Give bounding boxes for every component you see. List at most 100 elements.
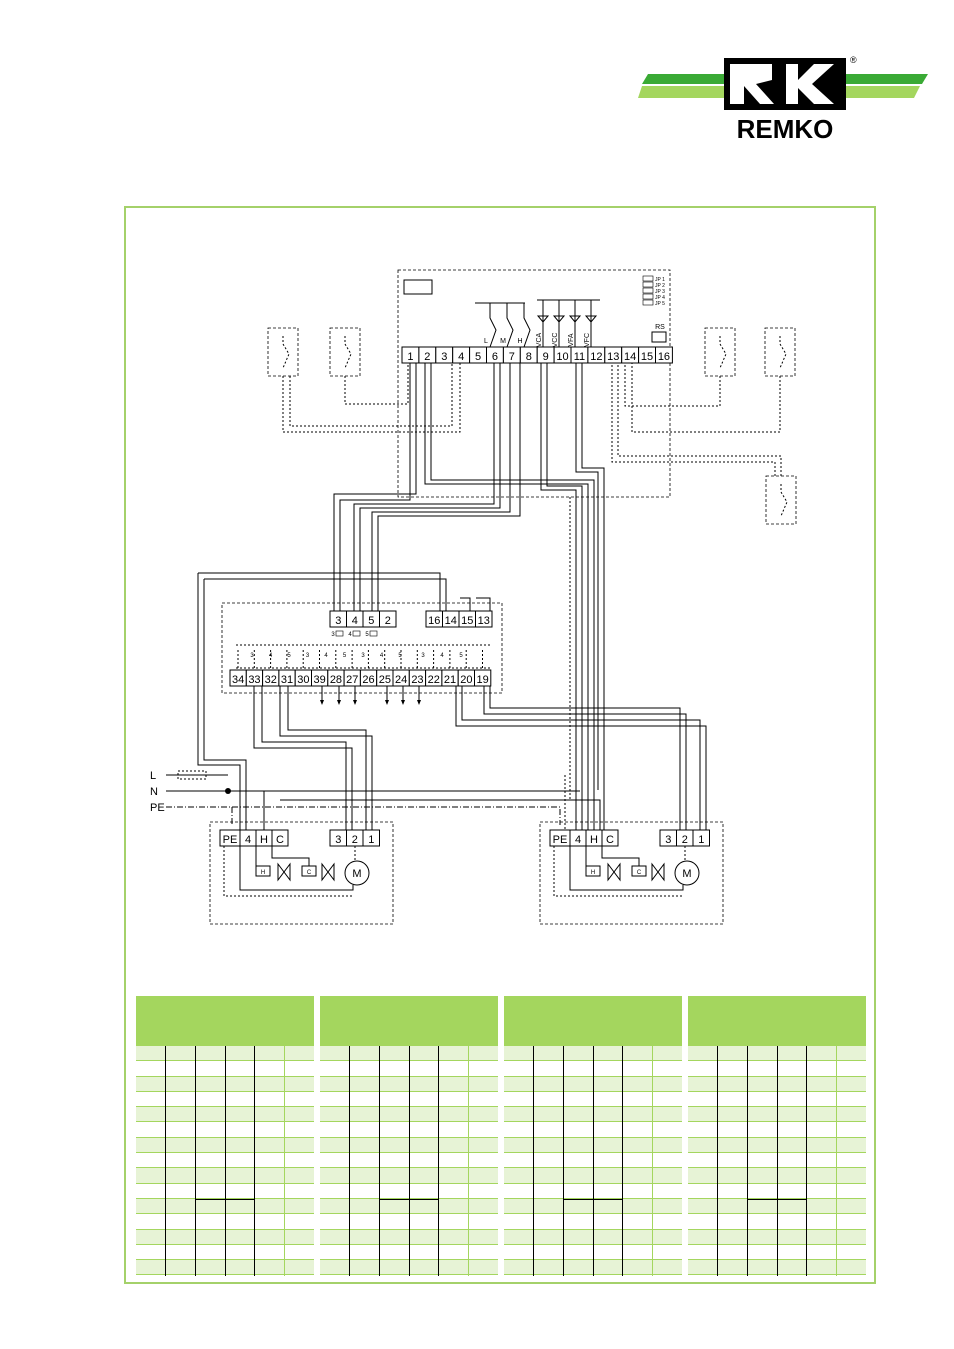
- splitter-terminal-label: 20: [460, 674, 472, 686]
- splitter-terminal: [475, 610, 493, 628]
- motor-label: M: [352, 868, 361, 880]
- valve-label: VFC: [584, 333, 591, 347]
- mains-label-n: N: [150, 786, 158, 798]
- data-table: [688, 996, 866, 1276]
- output-arrow: [353, 700, 357, 705]
- splitter-box: [221, 602, 503, 694]
- controller-terminal: [655, 346, 673, 364]
- valve-label: VCA: [536, 332, 543, 347]
- table-header: [504, 996, 682, 1046]
- contact-mark: 5: [398, 653, 402, 659]
- heater-symbol: [585, 865, 601, 877]
- wire: [333, 363, 417, 611]
- table-divider: [563, 1199, 622, 1200]
- cooler-label: C: [307, 870, 312, 876]
- wire: [460, 597, 471, 611]
- splitter-terminal-label: 34: [232, 674, 244, 686]
- jumper-label: JP 1: [655, 277, 665, 283]
- table-header: [136, 996, 314, 1046]
- table-column-divider: [593, 1199, 594, 1276]
- controller-terminal-label: 10: [556, 351, 568, 363]
- unit-terminal: [362, 829, 380, 847]
- wire: [287, 686, 367, 830]
- wire: [279, 686, 373, 830]
- unit-internal: [569, 846, 684, 891]
- jumper: [642, 281, 654, 288]
- controller-terminal-label: 5: [475, 351, 481, 363]
- wire: [430, 363, 595, 830]
- splitter-terminal-label: 19: [477, 674, 489, 686]
- table-column-divider: [284, 1046, 285, 1276]
- splitter-terminal-label: 22: [428, 674, 440, 686]
- splitter-terminal-label: 32: [265, 674, 277, 686]
- jumper-label: JP 4: [655, 295, 665, 301]
- relay-contact: [489, 303, 497, 348]
- contact-mark: 5: [343, 653, 347, 659]
- controller-terminal-label: 1: [407, 351, 413, 363]
- unit-terminal-label: PE: [223, 834, 238, 846]
- unit-terminal-label: C: [606, 834, 614, 846]
- unit-terminal: [271, 829, 289, 847]
- heater-symbol: [255, 865, 271, 877]
- sensor-contact: [779, 336, 787, 369]
- relay-coil: [335, 630, 344, 637]
- splitter-terminal-label: 30: [297, 674, 309, 686]
- contact-mark: 4: [324, 653, 328, 659]
- remko-logo: REMKO ®: [638, 55, 928, 144]
- contact-mark: 4: [440, 653, 444, 659]
- table-divider: [747, 1199, 806, 1200]
- table-column-divider: [533, 1046, 534, 1276]
- logo-stripe-dark: [642, 74, 738, 84]
- jumper-label: JP 2: [655, 283, 665, 289]
- logo-stripe-light-right: [834, 86, 920, 98]
- splitter-terminal-label: 21: [444, 674, 456, 686]
- table-column-divider: [563, 1046, 564, 1276]
- wire: [353, 363, 495, 611]
- contact-mark: 3: [361, 653, 365, 659]
- splitter-terminal-label: 4: [352, 615, 358, 627]
- output-arrow: [320, 700, 324, 705]
- wire: [476, 597, 491, 611]
- rs-label: RS: [655, 324, 665, 331]
- wire: [261, 686, 347, 830]
- cooler-symbol: [631, 865, 647, 877]
- splitter-terminal-label: 24: [395, 674, 407, 686]
- output-arrow: [401, 700, 405, 705]
- table-column-divider: [409, 1199, 410, 1276]
- mains-label-l: L: [150, 770, 156, 782]
- controller-terminal-label: 2: [424, 351, 430, 363]
- table-divider: [379, 1199, 438, 1200]
- motor-label: M: [682, 868, 691, 880]
- splitter-terminal-label: 2: [385, 615, 391, 627]
- table-column-divider: [747, 1046, 748, 1276]
- wire: [359, 363, 501, 611]
- splitter-terminal-label: 14: [445, 615, 457, 627]
- valve-symbol: [607, 862, 621, 882]
- wire: [339, 363, 411, 611]
- table-column-divider: [622, 1046, 623, 1276]
- relay-label: M: [500, 338, 506, 345]
- wires: [166, 299, 788, 897]
- table-column-divider: [777, 1046, 778, 1276]
- relay-mark: 5: [365, 632, 369, 638]
- unit-terminal-label: 2: [352, 834, 358, 846]
- wire: [377, 363, 521, 611]
- unit-terminal-label: 1: [698, 834, 704, 846]
- splitter-terminal-label: 39: [314, 674, 326, 686]
- contact-mark: 3: [421, 653, 425, 659]
- table-header: [320, 996, 498, 1046]
- unit-terminal-label: 4: [245, 834, 251, 846]
- wire: [280, 799, 601, 830]
- splitter-terminal-label: 27: [346, 674, 358, 686]
- varistor-symbol: [584, 315, 598, 323]
- controller-terminal-label: 12: [590, 351, 602, 363]
- unit-terminal-label: H: [590, 834, 598, 846]
- sensor-contact: [344, 336, 352, 369]
- jumper: [642, 275, 654, 282]
- splitter-terminal-label: 23: [411, 674, 423, 686]
- unit-box: [209, 821, 394, 925]
- splitter-terminal-label: 16: [428, 615, 440, 627]
- table-column-divider: [195, 1046, 196, 1276]
- unit-terminal-label: 3: [335, 834, 341, 846]
